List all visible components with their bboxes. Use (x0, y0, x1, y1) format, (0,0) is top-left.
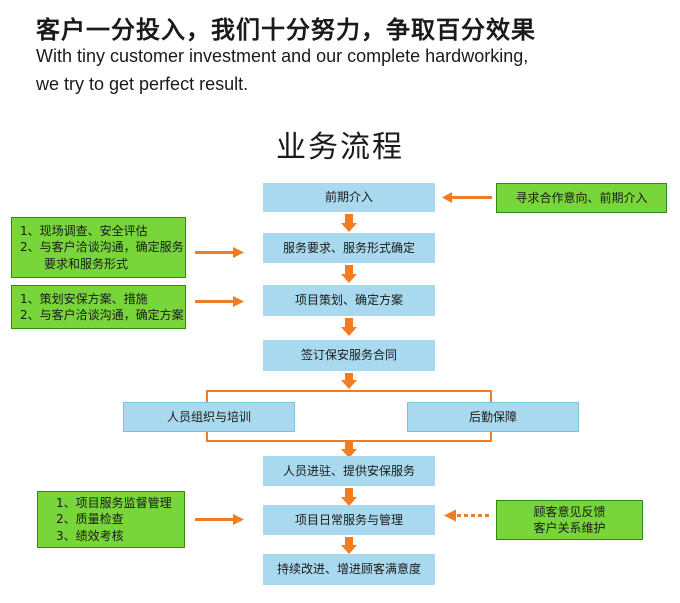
step-early-involvement: 前期介入 (263, 183, 435, 212)
arrow-from-right-top (442, 192, 492, 203)
note-customer-feedback: 顾客意见反馈 客户关系维护 (496, 500, 643, 540)
branch-top-line (206, 390, 492, 402)
arrow-to-step-6 (195, 514, 244, 525)
note-line: 2、质量检查 (56, 512, 124, 527)
note-line: 1、项目服务监督管理 (56, 496, 172, 511)
arrow-down-3 (341, 318, 357, 336)
arrow-down-7 (341, 537, 357, 554)
note-line: 要求和服务形式 (44, 256, 129, 271)
diagram-title: 业务流程 (276, 130, 404, 165)
branch-bottom-line (206, 432, 492, 442)
arrow-dashed-from-right-bottom (444, 509, 489, 522)
step-service-requirements: 服务要求、服务形式确定 (263, 233, 435, 263)
arrow-to-step-2 (195, 247, 244, 258)
note-line: 客户关系维护 (533, 521, 606, 535)
step-sign-contract: 签订保安服务合同 (263, 340, 435, 371)
step-daily-management: 项目日常服务与管理 (263, 505, 435, 535)
header-slogan-en-line2: we try to get perfect result. (36, 74, 249, 94)
note-supervision: 1、项目服务监督管理 2、质量检查 3、绩效考核 (37, 491, 185, 548)
header-slogan-cn: 客户一分投入，我们十分努力，争取百分效果 (36, 16, 536, 44)
header-slogan-en-line1: With tiny customer investment and our co… (36, 46, 529, 66)
step-deploy-staff: 人员进驻、提供安保服务 (263, 456, 435, 486)
arrow-down-2 (341, 265, 357, 283)
note-survey-assessment: 1、现场调查、安全评估 2、与客户洽谈沟通，确定服务 要求和服务形式 (11, 217, 186, 278)
note-security-plan: 1、策划安保方案、措施 2、与客户洽谈沟通，确定方案 (11, 285, 186, 329)
arrow-down-4 (341, 373, 357, 389)
note-cooperation-intent: 寻求合作意向、前期介入 (496, 183, 667, 213)
step-continuous-improvement: 持续改进、增进顾客满意度 (263, 554, 435, 585)
note-line: 顾客意见反馈 (533, 504, 606, 519)
branch-staff-training: 人员组织与培训 (123, 402, 295, 432)
arrow-down-6 (341, 488, 357, 506)
arrow-to-step-3 (195, 296, 244, 307)
note-line: 3、绩效考核 (56, 528, 124, 543)
arrow-down-1 (341, 214, 357, 232)
step-project-planning: 项目策划、确定方案 (263, 285, 435, 316)
note-line: 1、现场调查、安全评估 (20, 224, 148, 239)
note-line: 2、与客户洽谈沟通，确定服务 (20, 240, 184, 255)
note-line: 2、与客户洽谈沟通，确定方案 (20, 308, 184, 322)
branch-logistics: 后勤保障 (407, 402, 579, 432)
note-line: 1、策划安保方案、措施 (20, 291, 148, 306)
